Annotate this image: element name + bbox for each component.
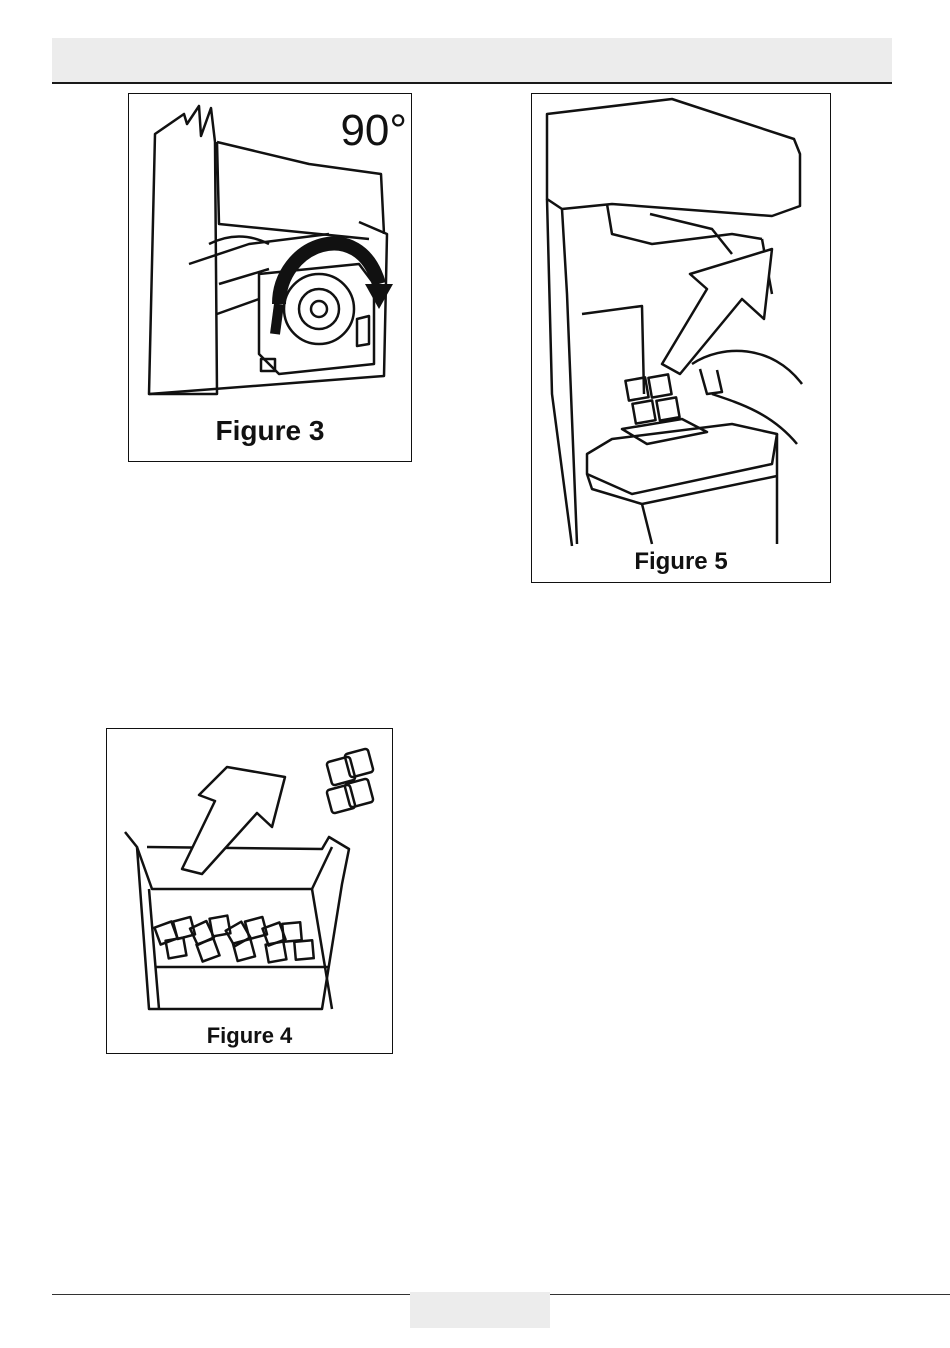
figure-4-caption: Figure 4 — [107, 1023, 392, 1049]
figure-4: Figure 4 — [106, 728, 393, 1054]
figure-3: 90° Figure 3 — [128, 93, 412, 462]
up-arrow-icon — [182, 767, 285, 874]
page-number-box — [410, 1292, 550, 1328]
figure-3-caption: Figure 3 — [129, 415, 411, 447]
figure-5-caption: Figure 5 — [532, 548, 830, 576]
figure-5-illustration — [532, 94, 832, 584]
up-arrow-icon — [662, 249, 772, 374]
figure-5: Figure 5 — [531, 93, 831, 583]
header-bar — [52, 38, 892, 84]
figure-4-illustration — [107, 729, 394, 1055]
angle-label: 90° — [340, 106, 407, 156]
